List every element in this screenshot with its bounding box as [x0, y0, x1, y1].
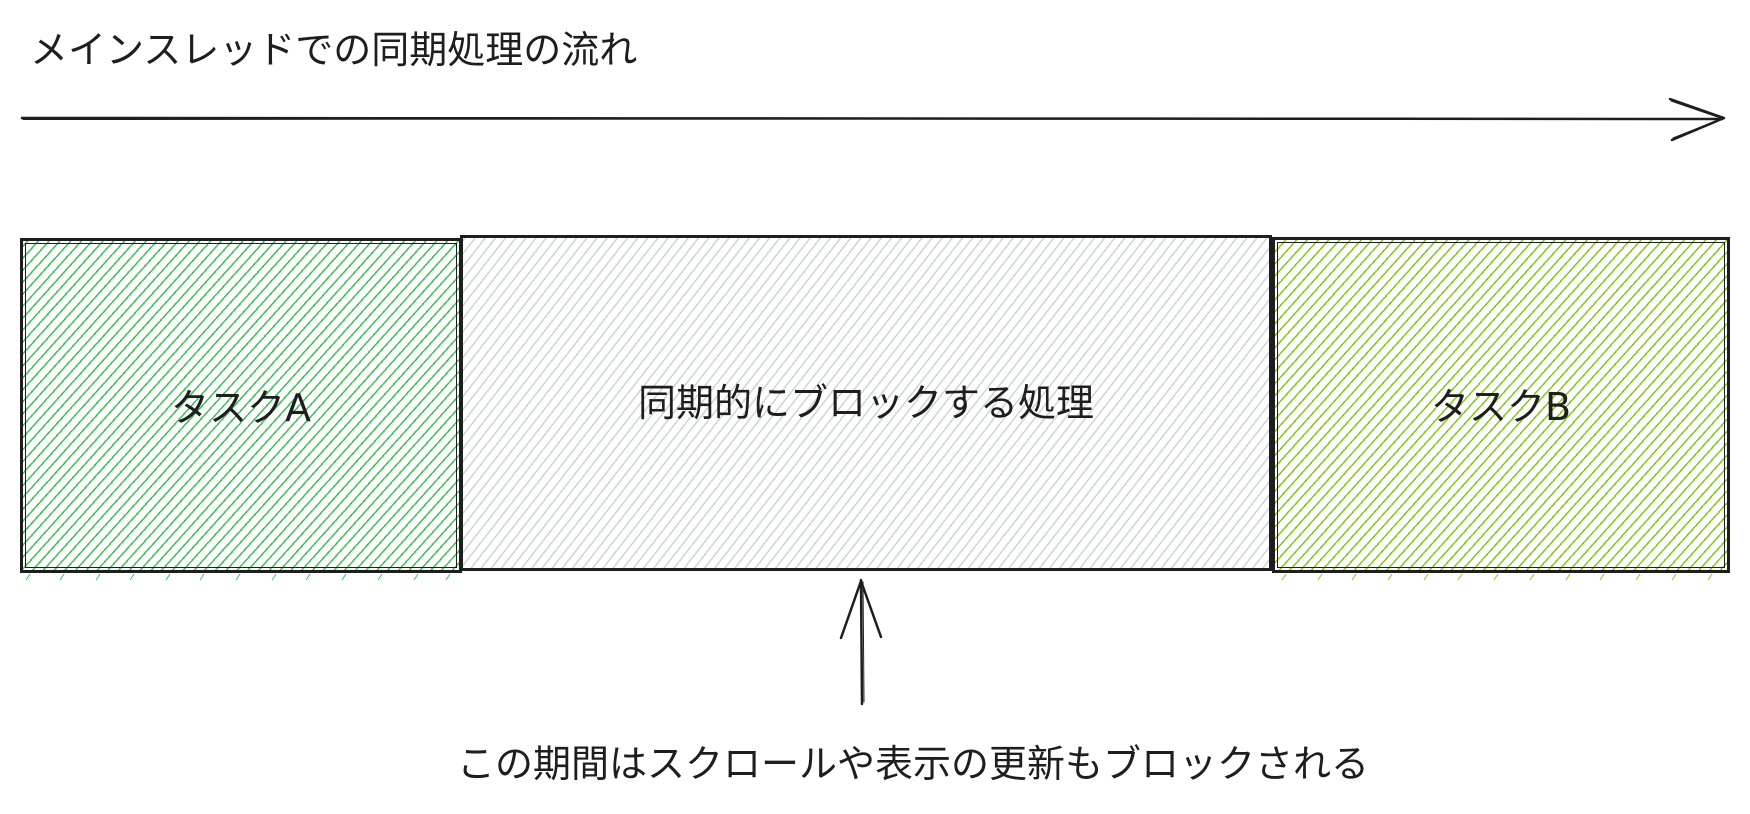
block-task-b: タスクB — [1272, 237, 1730, 573]
hatch-overflow-marks — [25, 573, 1713, 581]
block-synchronous-blocking: 同期的にブロックする処理 — [460, 235, 1272, 571]
block-task-b-label: タスクB — [1430, 385, 1572, 429]
timeline-arrow-right-icon — [20, 97, 1726, 142]
diagram-title: メインスレッドでの同期処理の流れ — [30, 28, 638, 72]
diagram-caption: この期間はスクロールや表示の更新もブロックされる — [456, 742, 1369, 786]
pointer-arrow-up-icon — [839, 578, 883, 706]
block-task-a: タスクA — [20, 238, 462, 573]
block-task-a-label: タスクA — [171, 385, 311, 430]
block-synchronous-blocking-label: 同期的にブロックする処理 — [637, 381, 1094, 425]
